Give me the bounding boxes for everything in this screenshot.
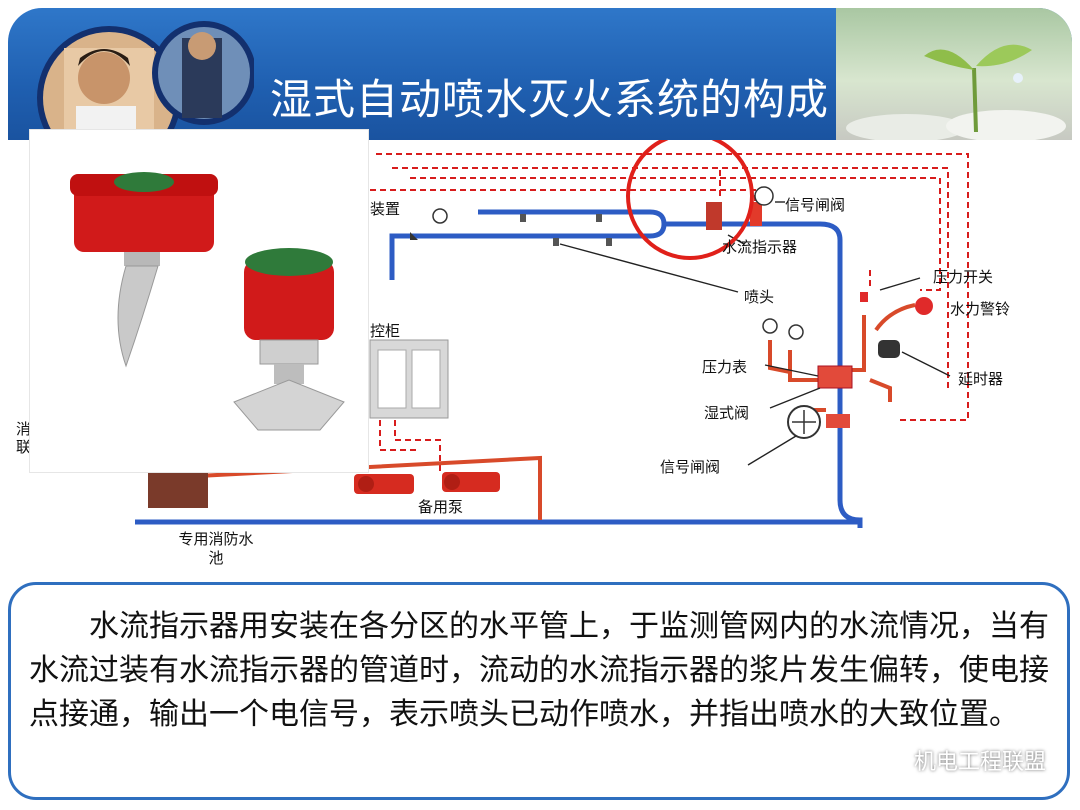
- label-cabinet-partial: 控柜: [370, 322, 401, 340]
- label-water-alarm-bell: 水力警铃: [950, 300, 1011, 318]
- label-standby-pump: 备用泵: [418, 498, 464, 516]
- seedling-image: [836, 8, 1072, 140]
- header-banner: 湿式自动喷水灭火系统的构成: [8, 8, 1072, 140]
- label-fire-pool: 专用消防水 池: [178, 530, 254, 567]
- gauge-symbol: [432, 208, 448, 224]
- watermark: 机电工程联盟: [879, 744, 1046, 776]
- wet-alarm-valve: [817, 365, 853, 389]
- label-left-partial-2: 联: [16, 438, 32, 456]
- delay-device-symbol: [878, 340, 900, 358]
- label-pressure-switch: 压力开关: [933, 268, 994, 286]
- sprinkler-system-diagram: [135, 140, 969, 528]
- label-sprinkler-head: 喷头: [744, 288, 775, 306]
- water-alarm-bell-symbol: [915, 297, 933, 315]
- flow-indicator-symbol: [706, 186, 774, 230]
- label-device-partial: 装置: [370, 200, 401, 218]
- fire-water-pool: [148, 470, 208, 508]
- label-wet-valve: 湿式阀: [704, 404, 750, 422]
- label-pressure-gauge: 压力表: [702, 358, 748, 376]
- sprinkler-heads: [520, 214, 612, 246]
- leader-lines: [559, 201, 951, 466]
- label-water-flow-indicator: 水流指示器: [722, 238, 798, 256]
- watermark-text: 机电工程联盟: [913, 750, 1046, 775]
- pressure-switch-symbol: [860, 292, 868, 302]
- wechat-icon: [879, 749, 907, 769]
- label-delay-device: 延时器: [958, 370, 1004, 388]
- highlight-circle: [626, 140, 754, 260]
- description-text: 水流指示器用安装在各分区的水平管上，于监测管网内的水流情况，当有水流过装有水流指…: [29, 609, 1049, 732]
- page-title: 湿式自动喷水灭火系统的构成: [270, 75, 830, 124]
- label-signal-valve-bottom: 信号闸阀: [660, 458, 721, 476]
- flow-indicator-photo: [30, 130, 368, 472]
- business-people-image: [37, 21, 254, 140]
- signal-wires: [370, 153, 969, 475]
- pumps: [354, 472, 500, 494]
- description-box: 水流指示器用安装在各分区的水平管上，于监测管网内的水流情况，当有水流过装有水流指…: [8, 582, 1070, 800]
- label-left-partial-1: 消: [16, 420, 32, 438]
- label-signal-valve-top: 信号闸阀: [785, 196, 846, 214]
